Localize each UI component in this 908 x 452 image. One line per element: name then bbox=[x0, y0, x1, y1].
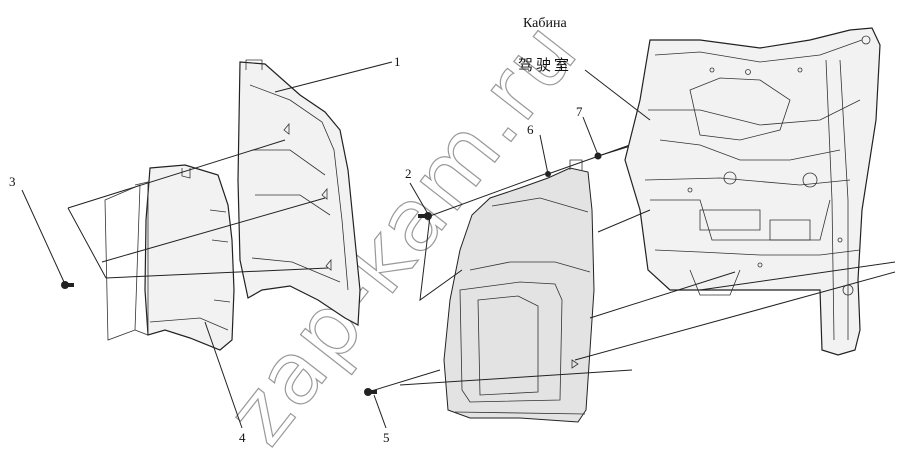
leader-cab-1 bbox=[597, 209, 651, 233]
point-marker-6 bbox=[545, 171, 551, 177]
side-cover-part-6 bbox=[443, 159, 595, 423]
leader-cab-title bbox=[584, 69, 651, 121]
leader-bracket-3-upper bbox=[67, 139, 286, 279]
callout-1: 1 bbox=[394, 54, 401, 69]
callout-6: 6 bbox=[527, 122, 534, 137]
title-russian: Кабина bbox=[523, 16, 567, 31]
leader-bracket-5 bbox=[367, 369, 633, 393]
leader-bracket-3-lower bbox=[105, 267, 329, 279]
title-chinese: 驾驶室 bbox=[518, 56, 572, 74]
point-marker-7 bbox=[594, 152, 602, 160]
leader-line-2 bbox=[409, 182, 429, 215]
leader-line-5 bbox=[373, 394, 387, 429]
cab-frame-structure bbox=[624, 27, 881, 356]
callout-7: 7 bbox=[576, 104, 583, 119]
callout-3: 3 bbox=[9, 174, 16, 189]
leader-line-3 bbox=[21, 189, 65, 283]
leader-line-1 bbox=[274, 61, 393, 93]
leader-line-7 bbox=[582, 116, 599, 156]
trim-panel-part-1 bbox=[237, 59, 361, 326]
bolt-icon-part-2 bbox=[418, 212, 432, 220]
bolt-icon-part-5 bbox=[364, 388, 377, 396]
callout-2: 2 bbox=[405, 166, 412, 181]
bolt-icon-part-3 bbox=[61, 281, 74, 289]
callout-4: 4 bbox=[239, 430, 246, 445]
leader-cab-4 bbox=[574, 271, 896, 361]
bracket-panel-part-4 bbox=[134, 164, 235, 351]
leader-cab-3 bbox=[699, 261, 896, 291]
callout-5: 5 bbox=[383, 430, 390, 445]
leader-line-4 bbox=[204, 321, 243, 429]
backing-plate-outline bbox=[104, 184, 141, 341]
leader-bracket-2 bbox=[419, 173, 546, 302]
leader-cab-2 bbox=[589, 271, 736, 319]
leader-bracket-3-mid bbox=[101, 197, 326, 263]
leader-line-6 bbox=[539, 134, 549, 175]
